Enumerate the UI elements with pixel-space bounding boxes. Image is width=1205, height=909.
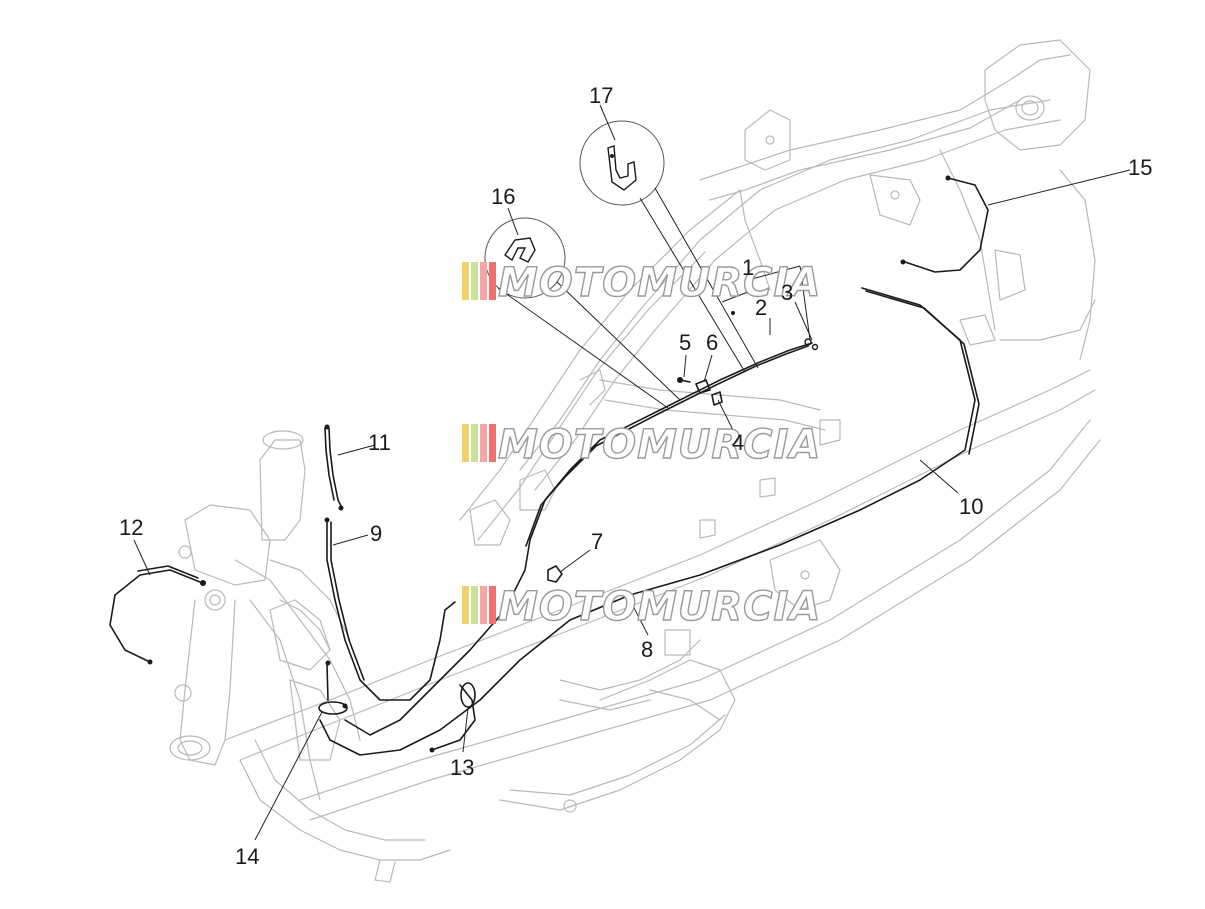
- callout-3: 3: [781, 280, 793, 305]
- callout-16: 16: [491, 184, 515, 209]
- leader-lines: [133, 104, 1131, 841]
- watermark-stripe: [471, 262, 478, 300]
- watermark-stripe: [489, 586, 496, 624]
- watermark-stripe: [471, 424, 478, 462]
- watermark-stripe: [462, 586, 469, 624]
- callout-17: 17: [589, 83, 613, 108]
- callout-6: 6: [706, 330, 718, 355]
- cable-13: [431, 684, 476, 751]
- cable-11: [328, 427, 343, 509]
- watermark-text: MOTOMURCIA: [498, 260, 821, 306]
- watermark-stripe: [480, 424, 487, 462]
- callout-15: 15: [1128, 155, 1152, 180]
- cable-10: [319, 287, 976, 756]
- watermark-stripe: [489, 424, 496, 462]
- detail-circle-17: [579, 120, 759, 373]
- cable-1: [344, 342, 813, 736]
- clamp-14: [318, 701, 348, 715]
- callout-11: 11: [368, 430, 391, 455]
- watermark-stripe: [462, 424, 469, 462]
- callout-8: 8: [641, 637, 653, 662]
- cable-9: [326, 521, 456, 701]
- watermark-text: MOTOMURCIA: [498, 422, 821, 468]
- watermark-stripe: [462, 262, 469, 300]
- callout-labels: 17 16 1 2 3 5 6 4 15 11 9 12 7 8 10 13 1…: [119, 83, 1152, 869]
- callout-13: 13: [450, 755, 474, 780]
- watermark-3: MOTOMURCIA: [462, 583, 821, 631]
- cable-15: [904, 177, 989, 273]
- callout-1: 1: [742, 255, 754, 280]
- watermark-1: MOTOMURCIA: [462, 259, 821, 307]
- callout-2: 2: [755, 295, 767, 320]
- watermark-stripe: [480, 586, 487, 624]
- callout-10: 10: [959, 494, 983, 519]
- callout-12: 12: [119, 515, 143, 540]
- cable-12: [109, 569, 201, 663]
- cables: [109, 175, 989, 756]
- clip-7: [547, 565, 563, 583]
- cable-10b: [865, 290, 980, 455]
- callout-14: 14: [235, 844, 259, 869]
- watermark-text: MOTOMURCIA: [498, 584, 821, 630]
- clip-4: [711, 391, 723, 406]
- callout-5: 5: [679, 330, 691, 355]
- callout-4: 4: [732, 430, 744, 455]
- callout-7: 7: [591, 529, 603, 554]
- cable-1b: [525, 345, 809, 547]
- clip-6: [695, 379, 711, 394]
- detail-circle-16: [484, 217, 681, 409]
- watermark-stripe: [471, 586, 478, 624]
- callout-9: 9: [370, 521, 382, 546]
- watermark-stripe: [480, 262, 487, 300]
- watermark-2: MOTOMURCIA: [462, 421, 821, 469]
- watermark-stripe: [489, 262, 496, 300]
